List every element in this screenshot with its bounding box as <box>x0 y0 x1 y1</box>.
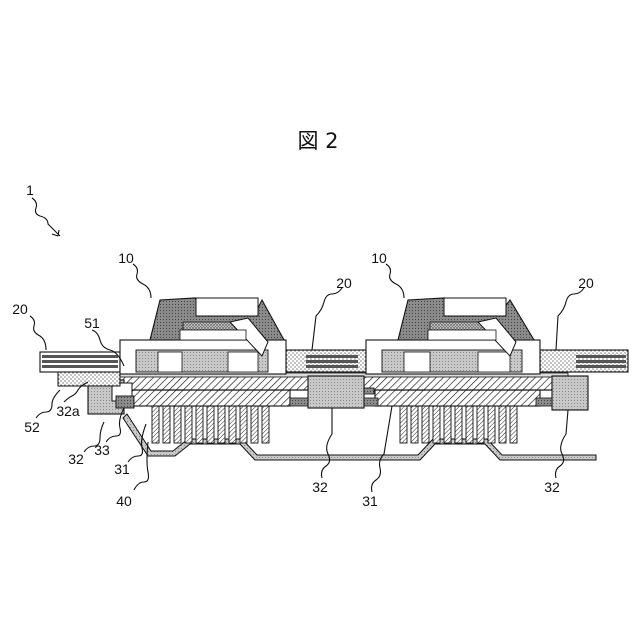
case-40 <box>123 414 596 460</box>
heatsink-fins-right <box>400 405 517 443</box>
block-32-right <box>552 376 588 410</box>
label-board-mid: 20 <box>336 275 352 291</box>
module-10-left <box>120 298 286 374</box>
label-board-left: 20 <box>12 301 28 317</box>
bond-52 <box>58 372 120 386</box>
label-part-32-right: 32 <box>544 479 560 495</box>
label-part-32a: 32a <box>56 403 80 419</box>
label-chip-right: 10 <box>371 250 387 266</box>
label-chip-left: 10 <box>118 250 134 266</box>
board-20-right <box>540 350 628 372</box>
label-part-51: 51 <box>84 315 100 331</box>
label-part-31-mid: 31 <box>362 493 378 509</box>
label-part-52: 52 <box>24 419 40 435</box>
block-33 <box>116 396 134 408</box>
heatsink-fins-left <box>150 405 270 443</box>
spreader-31-left <box>130 390 290 406</box>
label-board-right: 20 <box>578 275 594 291</box>
spreader-31-right <box>375 390 540 406</box>
block-32-mid <box>308 376 364 408</box>
module-10-right <box>366 298 540 374</box>
label-part-32-left: 32 <box>68 451 84 467</box>
label-part-31-left: 31 <box>114 461 130 477</box>
label-part-40: 40 <box>116 493 132 509</box>
figure-title: 図 2 <box>297 129 338 153</box>
label-part-32-mid: 32 <box>312 479 328 495</box>
label-device: 1 <box>26 182 34 198</box>
label-part-33: 33 <box>94 442 110 458</box>
board-20-mid <box>286 350 368 372</box>
board-20-left <box>40 352 120 372</box>
